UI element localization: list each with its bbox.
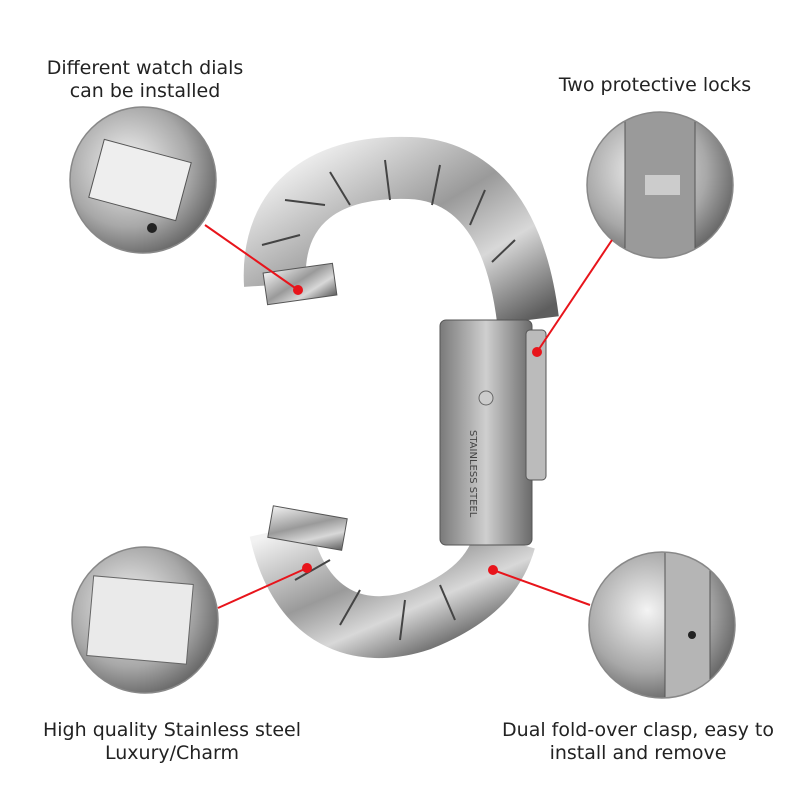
label-line: Dual fold-over clasp, easy to: [502, 719, 774, 741]
callout-dots: [293, 285, 542, 575]
label-line: install and remove: [549, 742, 727, 764]
label-line: High quality Stainless steel: [42, 719, 302, 741]
callout-lines: [204, 224, 613, 609]
bracelet: STAINLESS STEEL: [243, 136, 559, 658]
label-steel: High quality Stainless steel Luxury/Char…: [32, 719, 312, 765]
zoom-circle-clasp: [588, 551, 736, 699]
zoom-circle-steel: [71, 546, 219, 694]
clasp: [439, 319, 533, 546]
label-line: can be installed: [69, 80, 221, 102]
clasp-engraving: STAINLESS STEEL: [467, 430, 478, 518]
label-clasp: Dual fold-over clasp, easy to install an…: [498, 719, 778, 765]
label-line: Two protective locks: [558, 74, 752, 96]
label-line: Luxury/Charm: [105, 742, 239, 764]
label-locks: Two protective locks: [545, 74, 765, 97]
zoom-circle-locks: [586, 111, 734, 259]
label-dials: Different watch dials can be installed: [45, 57, 245, 103]
zoom-circle-dials: [69, 106, 217, 254]
label-line: Different watch dials: [46, 57, 244, 79]
